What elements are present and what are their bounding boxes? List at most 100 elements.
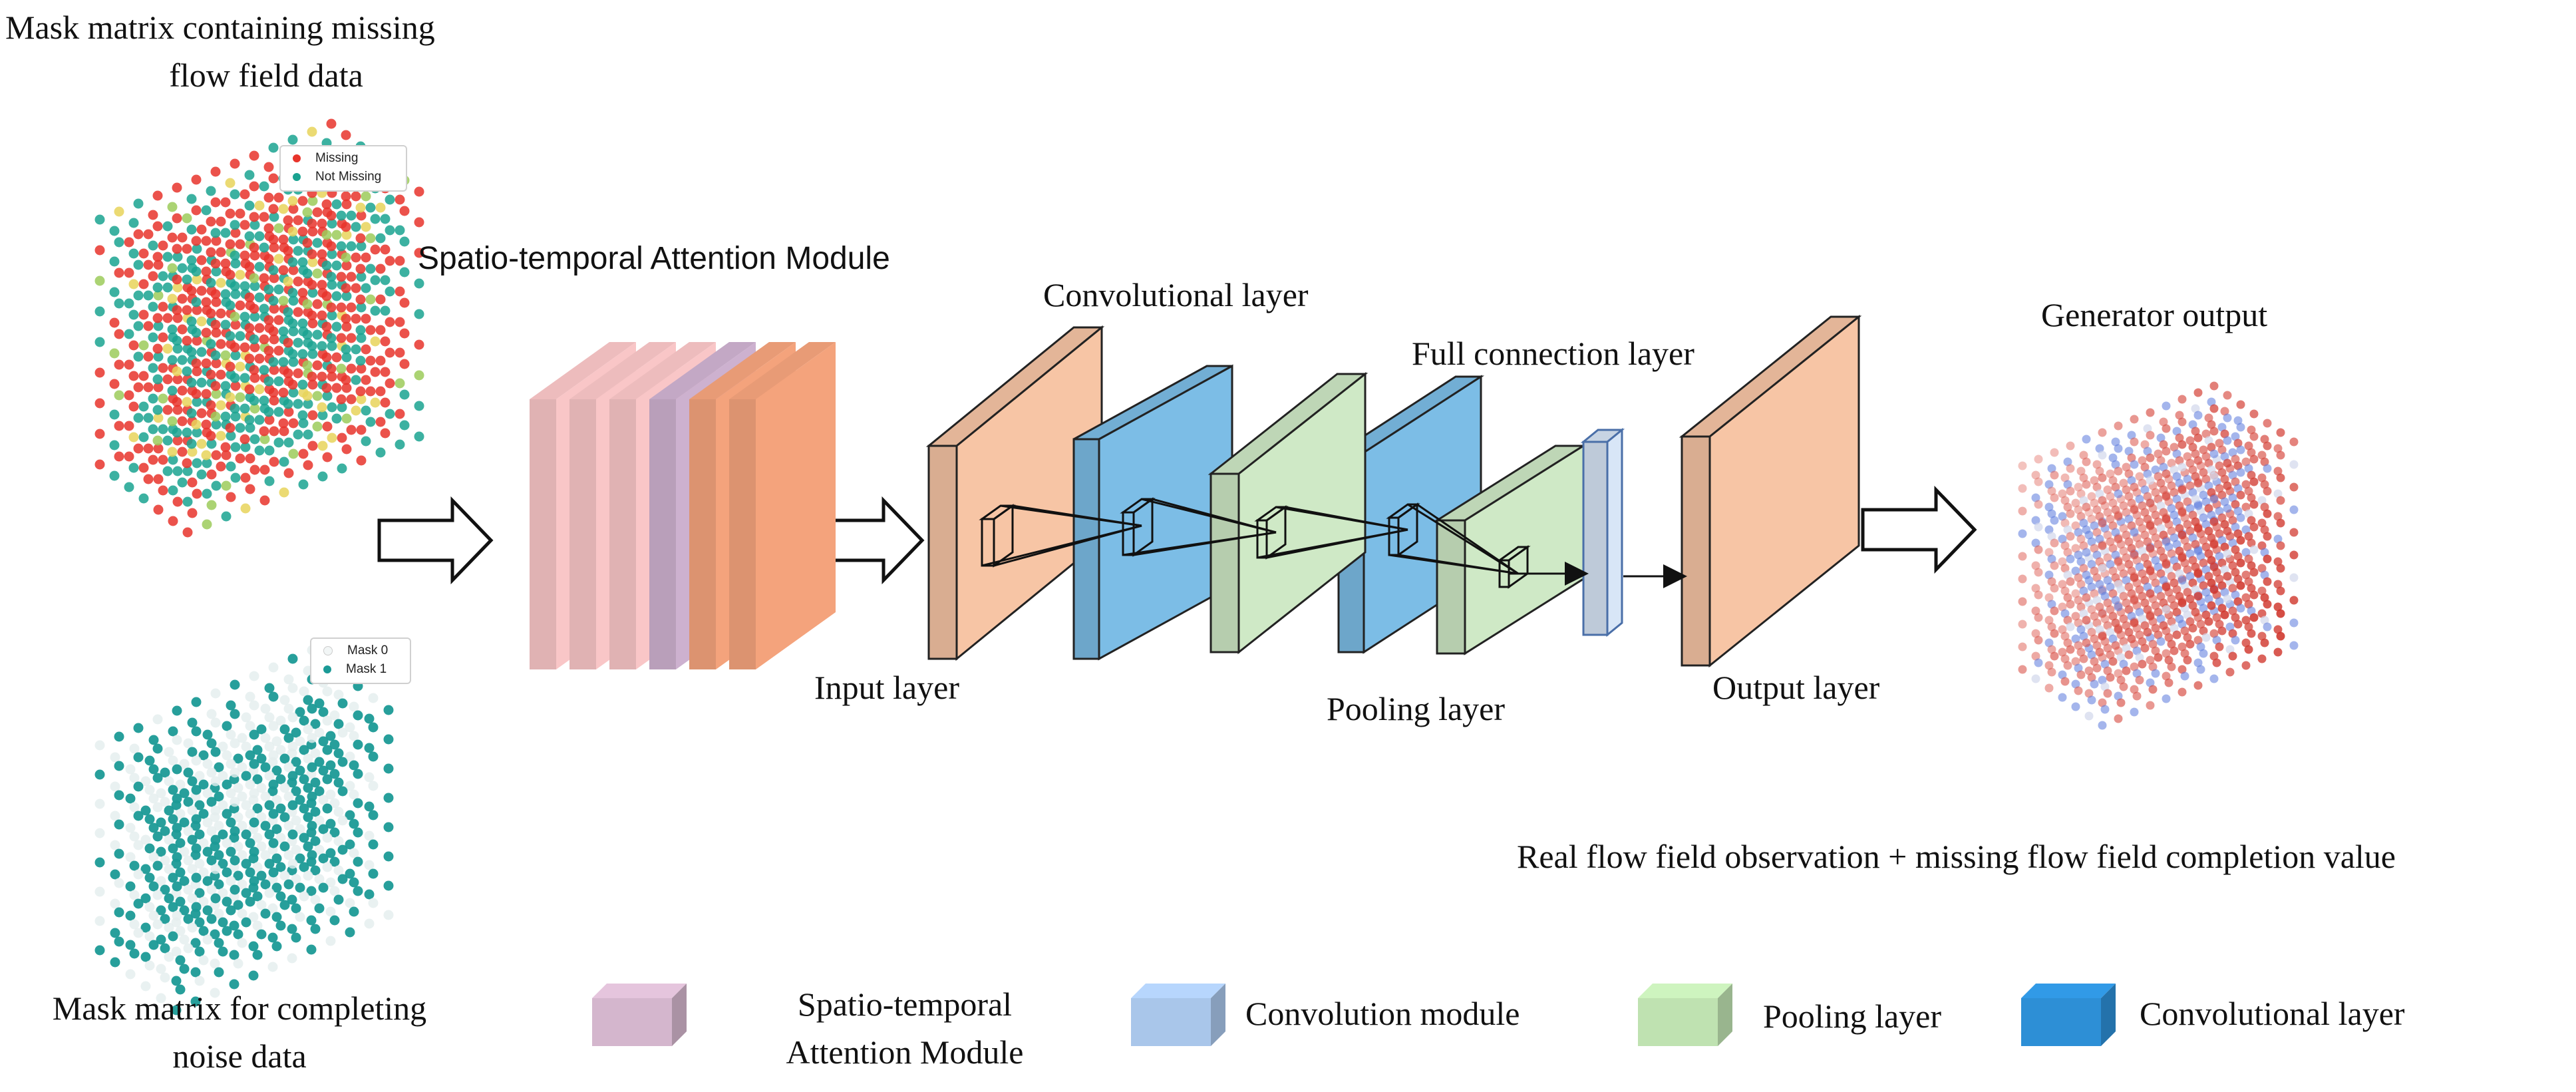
cloud-point [375,325,386,335]
attention-module-title: Spatio-temporal Attention Module [418,241,890,276]
output-point [2060,609,2070,618]
mask-point [249,671,259,681]
output-point [2146,678,2155,687]
output-point [2140,576,2150,585]
output-point [2241,616,2251,625]
cloud-point [331,383,342,393]
mask-point [226,905,236,916]
cloud-point [249,150,259,161]
output-point [2076,512,2086,521]
cloud-point [273,437,284,448]
cloud-point [133,321,144,331]
cloud-point [259,395,269,406]
output-point [2172,517,2181,526]
cloud-point [162,313,173,323]
output-point [2034,455,2043,464]
output-point [2273,625,2283,634]
cloud-point [370,305,381,316]
mask-point [287,894,297,905]
output-point [2231,590,2240,600]
output-point [2119,569,2128,578]
output-point [2260,435,2269,444]
output-point [2260,593,2269,602]
cloud-point [298,449,309,459]
output-point [2047,464,2056,473]
output-point [2146,566,2155,576]
cloud-point [225,300,236,311]
cloud-point [191,297,202,307]
output-point [2199,558,2208,568]
cloud-point [399,297,410,308]
mask-point [283,674,294,685]
mask-point [222,867,232,878]
output-point [2231,432,2240,441]
cloud-point [375,355,386,366]
attention-slice-top [530,342,636,399]
cloud-point [114,206,124,217]
output-point [2167,526,2176,536]
mask-point [210,834,221,845]
output-point [2191,449,2200,458]
cloud-point [235,423,245,433]
output-point [2122,576,2131,585]
mask-point [175,896,186,907]
mask-point [191,755,202,766]
output-point [2236,445,2245,455]
cloud-point [293,246,303,256]
output-point [2119,682,2128,691]
output-point [2260,457,2269,466]
output-point [2146,589,2155,598]
cloud-point [302,299,313,309]
output-point [2106,469,2115,478]
output-point [2066,486,2075,496]
cloud-point [331,199,342,210]
output-point [2087,673,2096,682]
output-point [2257,451,2267,460]
cloud-point [191,419,202,430]
cloud-point [321,291,332,301]
cloud-point [321,352,332,363]
mask-point [191,697,202,707]
mask-point [368,722,379,733]
mask-point [349,906,359,917]
output-point [2151,669,2160,678]
cloud-point [356,394,367,405]
cloud-point [263,223,274,234]
output-point [2114,466,2123,476]
cloud-point [201,297,212,307]
cloud-point [326,363,337,374]
output-point [2106,605,2115,614]
mask-point [214,762,224,773]
output-point [2127,521,2136,530]
cloud-point [206,469,217,480]
mask-point [140,805,151,816]
output-point [2071,589,2080,598]
output-point [2124,492,2134,501]
cloud-point [109,470,120,481]
cloud-point [278,234,289,245]
mask-point [164,747,174,757]
output-point [2177,508,2187,517]
cloud-point [341,222,351,232]
cloud-point [226,431,236,441]
cloud-point [355,233,366,244]
output-point [2263,622,2272,632]
output-point [2114,580,2123,589]
connection-line [1152,498,1277,534]
output-point [2140,621,2150,630]
output-point [2185,481,2195,490]
cloud-point [196,377,207,388]
cloud-point [162,466,173,476]
mask-point [218,888,228,898]
generator-output-title: Generator output [2041,296,2268,333]
cloud-point [317,371,327,382]
output-point [2249,568,2259,577]
output-point [2204,413,2213,423]
mask-point [183,797,194,807]
mask-point [310,719,321,729]
legend-pooling-layer-label: Pooling layer [1763,998,1942,1035]
mask-point [164,893,174,904]
legend-attention-label-line1: Spatio-temporal [797,986,1013,1023]
output-point [2159,598,2168,608]
output-point [2146,655,2155,665]
